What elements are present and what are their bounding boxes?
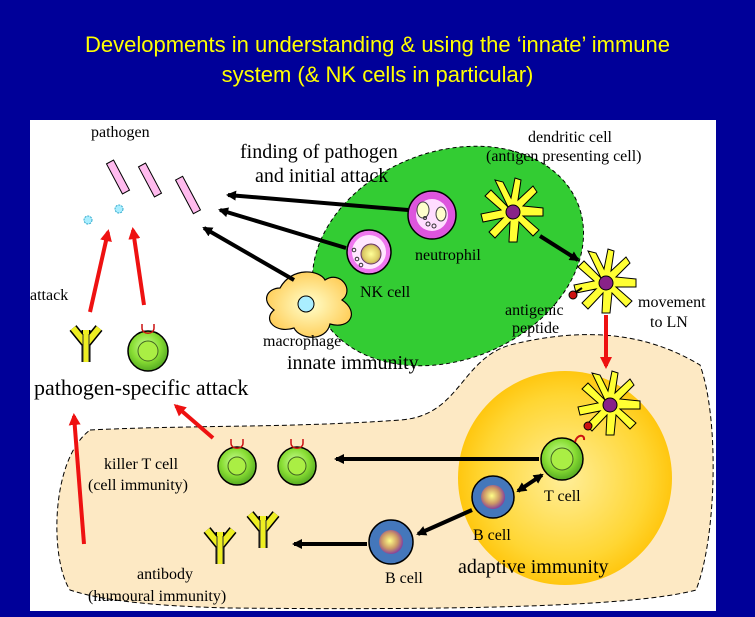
killer-t-cell-label-line2: (cell immunity) [88, 477, 188, 494]
antibody-label-line2: (humoural immunity) [88, 588, 226, 605]
antigenic-peptide-bound [583, 421, 593, 431]
antigenic-label-line1: antigenic [505, 302, 564, 319]
neutrophil-cell [407, 190, 457, 240]
dendritic-label-line1: dendritic cell [528, 129, 613, 146]
antigenic-peptide [568, 287, 583, 300]
immune-diagram: pathogen finding of pathogen and initial… [30, 124, 714, 610]
dendritic-label-line2: (antigen presenting cell) [486, 148, 642, 165]
killer-t-cell-attack [127, 324, 169, 372]
dendritic-cell-lymph-node [577, 370, 641, 436]
b-cell-lower-label: B cell [385, 570, 423, 587]
pathogen-specific-attack-label: pathogen-specific attack [34, 375, 248, 400]
killer-t-cell-label-line1: killer T cell [104, 456, 179, 473]
slide-title-line1: Developments in understanding & using th… [85, 32, 670, 57]
nk-cell-label: NK cell [360, 284, 411, 301]
macrophage-cell [265, 271, 352, 338]
antibody-attack [73, 328, 99, 362]
b-cell-upper [471, 475, 515, 519]
pathogen-rods [105, 159, 202, 215]
antibody-label-line1: antibody [137, 566, 193, 583]
neutrophil-label: neutrophil [415, 247, 481, 264]
red-arrows [68, 227, 612, 545]
t-cell [540, 434, 586, 481]
b-cell-upper-label: B cell [473, 527, 511, 544]
pathogen-label: pathogen [91, 124, 150, 141]
finding-label-line2: and initial attack [255, 165, 388, 187]
finding-label-line1: finding of pathogen [240, 141, 398, 163]
black-arrows [202, 190, 580, 549]
slide-title-line2: system (& NK cells in particular) [221, 62, 534, 87]
adaptive-immunity-label: adaptive immunity [458, 556, 609, 578]
killer-t-cell-1 [217, 439, 257, 486]
nk-cell [346, 229, 392, 275]
t-cell-label: T cell [544, 488, 581, 505]
pathogen-particles [83, 204, 124, 225]
b-cell-lower [368, 519, 414, 565]
antigenic-label-line2: peptide [512, 320, 559, 337]
movement-label-line1: movement [638, 294, 706, 311]
innate-immunity-label: innate immunity [287, 352, 419, 374]
movement-label-line2: to LN [650, 314, 688, 331]
dendritic-cell-migrating [573, 248, 637, 314]
killer-t-cell-2 [277, 439, 317, 486]
immune-diagram-panel: pathogen finding of pathogen and initial… [30, 120, 716, 611]
macrophage-label: macrophage [263, 333, 341, 350]
slide-title: Developments in understanding & using th… [0, 30, 755, 90]
dendritic-cell-top [480, 177, 544, 243]
attack-label: attack [30, 287, 68, 304]
